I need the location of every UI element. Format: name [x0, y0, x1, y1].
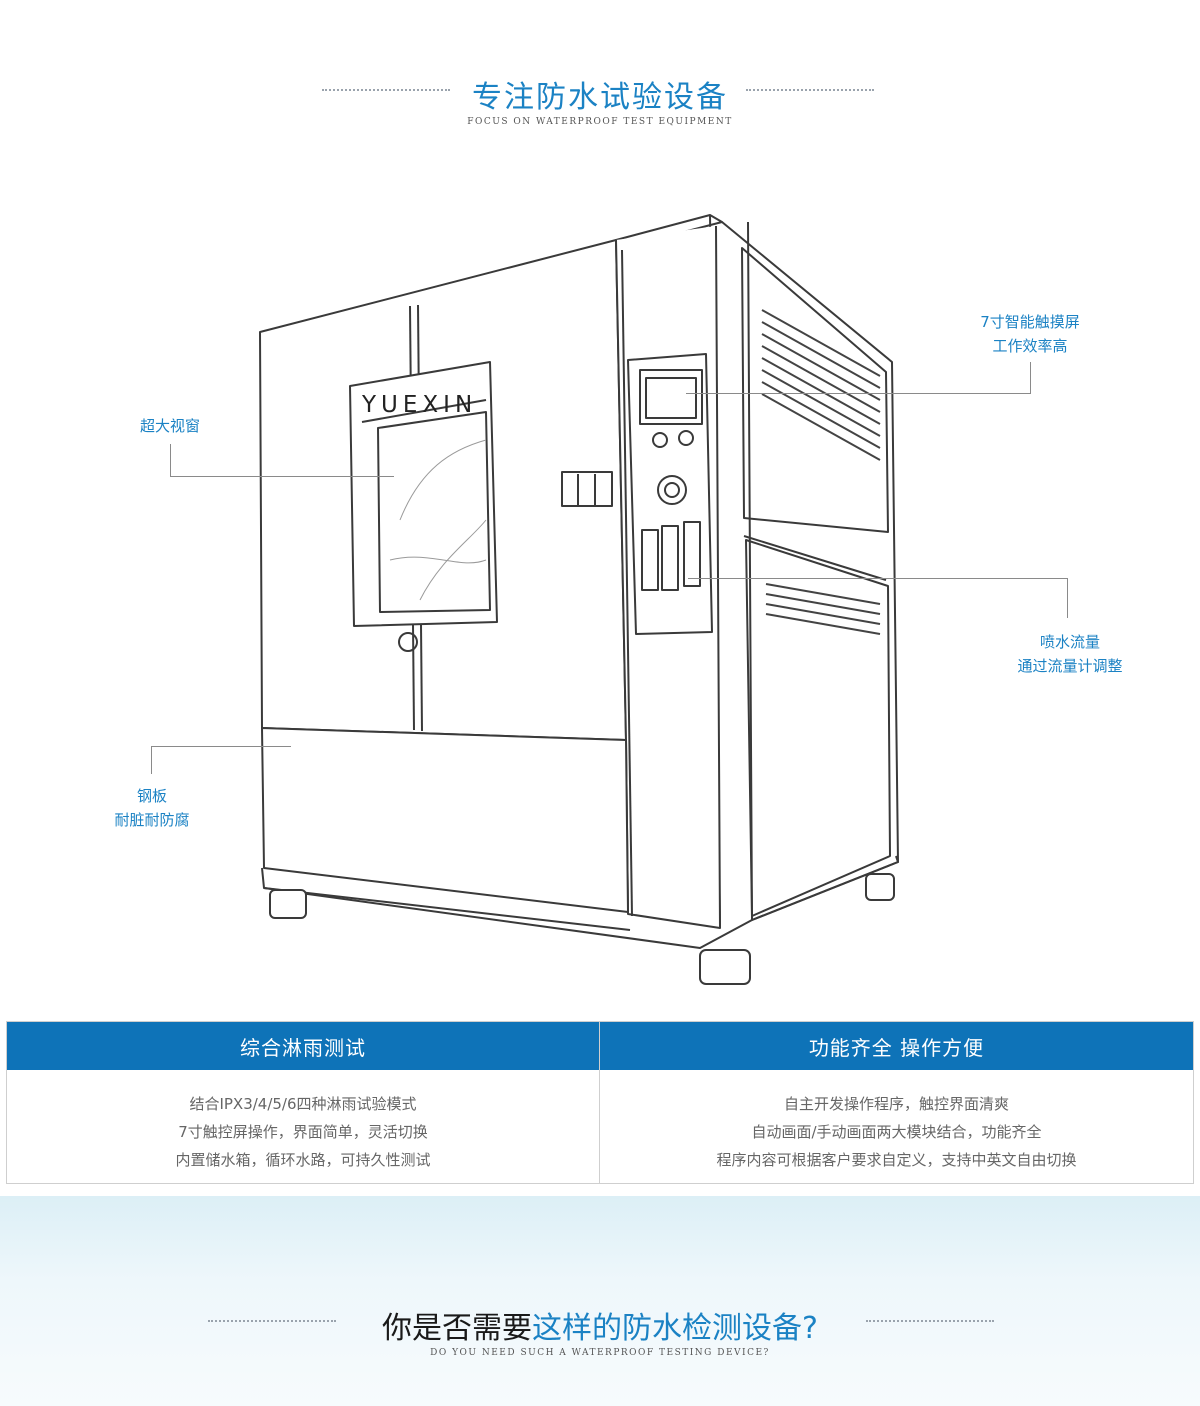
question-divider-left: [208, 1320, 336, 1322]
machine-brand-label: YUEXIN: [362, 392, 478, 418]
callout-flow-line-v: [1067, 578, 1068, 618]
callout-window: 超大视窗: [139, 417, 200, 435]
feature-title: 综合淋雨测试: [7, 1022, 599, 1070]
feature-description: 结合IPX3/4/5/6四种淋雨试验模式 7寸触控屏操作，界面简单，灵活切换 内…: [7, 1070, 599, 1174]
callout-screen-line1: 7寸智能触摸屏: [980, 313, 1080, 331]
water-texture-band: [0, 1196, 1200, 1406]
callout-flow-line-h: [688, 578, 1068, 579]
callout-screen-line2: 工作效率高: [992, 337, 1068, 355]
callout-window-line-v: [170, 444, 171, 476]
feature-line: 内置储水箱，循环水路，可持久性测试: [175, 1151, 431, 1169]
feature-column-rain-test: 综合淋雨测试 结合IPX3/4/5/6四种淋雨试验模式 7寸触控屏操作，界面简单…: [7, 1022, 600, 1183]
feature-table: 综合淋雨测试 结合IPX3/4/5/6四种淋雨试验模式 7寸触控屏操作，界面简单…: [6, 1021, 1194, 1184]
page-title: 专注防水试验设备: [472, 80, 728, 115]
waterproof-test-chamber-illustration: [259, 214, 899, 985]
feature-line: 自动画面/手动画面两大模块结合，功能齐全: [751, 1123, 1042, 1141]
question-title-part2: 这样的防水检测设备?: [532, 1311, 818, 1346]
callout-flow-line1: 喷水流量: [1039, 633, 1100, 651]
feature-description: 自主开发操作程序，触控界面清爽 自动画面/手动画面两大模块结合，功能齐全 程序内…: [600, 1070, 1193, 1174]
feature-line: 程序内容可根据客户要求自定义，支持中英文自由切换: [716, 1151, 1077, 1169]
callout-screen-line-h: [686, 393, 1031, 394]
feature-line: 结合IPX3/4/5/6四种淋雨试验模式: [189, 1095, 417, 1113]
callout-steel-line1: 钢板: [136, 787, 167, 805]
feature-title: 功能齐全 操作方便: [600, 1022, 1193, 1070]
feature-line: 7寸触控屏操作，界面简单，灵活切换: [178, 1123, 428, 1141]
question-title-part1: 你是否需要: [382, 1311, 533, 1346]
header-divider-right: [746, 89, 874, 91]
callout-screen-line-v: [1030, 362, 1031, 393]
question-divider-right: [866, 1320, 994, 1322]
question-subtitle: DO YOU NEED SUCH A WATERPROOF TESTING DE…: [430, 1348, 770, 1358]
callout-steel-line-v: [151, 746, 152, 774]
page-subtitle: FOCUS ON WATERPROOF TEST EQUIPMENT: [467, 117, 733, 127]
feature-column-operation: 功能齐全 操作方便 自主开发操作程序，触控界面清爽 自动画面/手动画面两大模块结…: [600, 1022, 1193, 1183]
callout-window-line-h: [170, 476, 394, 477]
callout-steel-line2: 耐脏耐防腐: [114, 811, 190, 829]
callout-steel-line-h: [151, 746, 291, 747]
question-title: 你是否需要这样的防水检测设备?: [0, 1303, 1200, 1347]
header-divider-left: [322, 89, 450, 91]
feature-line: 自主开发操作程序，触控界面清爽: [783, 1095, 1009, 1113]
callout-flow-line2: 通过流量计调整: [1017, 657, 1123, 675]
